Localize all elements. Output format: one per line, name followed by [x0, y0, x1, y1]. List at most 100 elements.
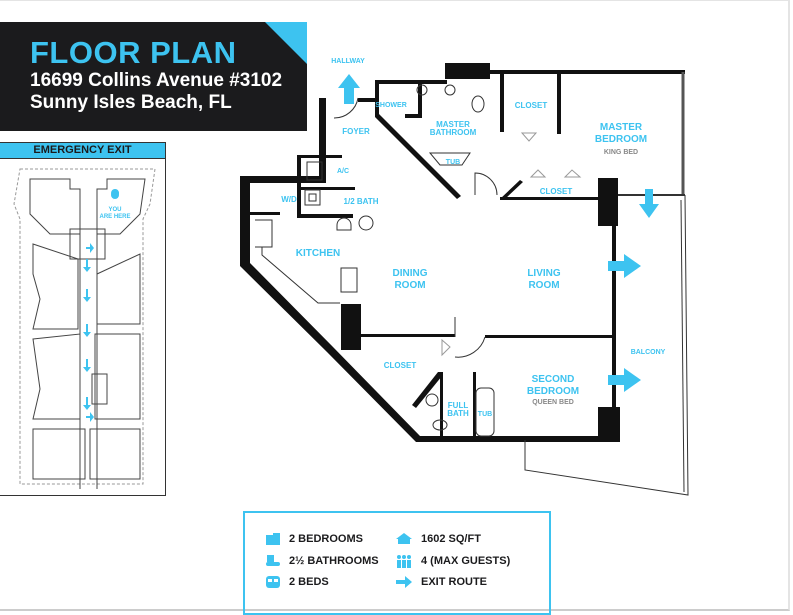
room-label-balcony: BALCONY: [631, 349, 666, 356]
column: [341, 304, 361, 350]
exit-arrows: [338, 74, 659, 392]
room-label-shower: SHOWER: [375, 102, 407, 109]
foyer-wall: [319, 98, 326, 183]
room-label-tub: TUB: [446, 159, 460, 166]
legend-exit-route: EXIT ROUTE: [395, 575, 487, 589]
room-label-dining-room: ROOM: [394, 280, 425, 291]
legend-bathrooms: 2½ BATHROOMS: [265, 554, 379, 568]
counter: [261, 247, 340, 304]
header-banner: FLOOR PLAN 16699 Collins Avenue #3102 Su…: [0, 22, 307, 131]
room-label-wd: W/D: [281, 195, 297, 204]
exit-arrow-icon: [608, 254, 641, 278]
washer-dryer: [308, 193, 317, 202]
bathrooms-count: 2½ BATHROOMS: [289, 555, 379, 567]
room-label-tub: TUB: [478, 411, 492, 418]
bottom-units: [32, 428, 141, 480]
exit-arrow-icon: [83, 324, 91, 337]
exit-route-label: EXIT ROUTE: [421, 576, 488, 588]
room-label-kitchen: KITCHEN: [296, 248, 340, 259]
room-label-ac: A/C: [337, 168, 349, 175]
room-label-living-room: LIVING: [527, 268, 561, 279]
room-label-closet: CLOSET: [540, 187, 573, 196]
halfbath-bottom-wall: [297, 214, 353, 218]
room-label-hallway: HALLWAY: [331, 58, 365, 65]
shower-wall: [405, 82, 422, 118]
balcony-rail: [680, 199, 685, 493]
legend-guests: 4 (MAX GUESTS): [395, 554, 510, 568]
exit-arrow-icon: [83, 259, 91, 272]
toilet: [336, 217, 352, 231]
stairwell-bottom: [91, 373, 108, 405]
room-label-full-bath: FULL: [448, 401, 469, 410]
dividing-wall: [360, 334, 455, 337]
room-label-second-bedroom: BEDROOM: [527, 386, 579, 397]
room-label-closet: CLOSET: [515, 101, 548, 110]
exit-arrow-icon: [86, 412, 94, 422]
kitchen-sink: [340, 267, 358, 293]
house-icon: [396, 533, 412, 544]
lower-units: [32, 333, 141, 420]
toilet: [432, 419, 448, 431]
square-footage: 1602 SQ/FT: [421, 533, 481, 545]
exit-arrow-icon: [396, 576, 412, 588]
building-outline: [13, 168, 156, 485]
halfbath-wall: [297, 156, 301, 216]
closet-door-marker: [563, 169, 582, 178]
dividing-wall: [485, 335, 613, 338]
closet-angle-wall: [500, 180, 523, 199]
ac-bottom-wall: [297, 187, 355, 190]
foyer-door: [333, 97, 359, 119]
tub: [475, 387, 495, 437]
room-label-full-bath: BATH: [447, 409, 469, 418]
guests-icon: [397, 555, 411, 568]
room-label-dining-room: DINING: [393, 268, 428, 279]
queen-bed-label: QUEEN BED: [532, 399, 574, 406]
exit-arrow-icon: [83, 289, 91, 302]
room-label-closet: CLOSET: [384, 361, 417, 370]
closet-wall: [557, 72, 561, 134]
exit-arrow-icon: [86, 243, 94, 253]
bedroom-icon: [266, 533, 280, 545]
you-are-here-label: YOU: [108, 207, 121, 213]
closet-door-marker: [529, 169, 547, 178]
sink: [358, 215, 374, 231]
column: [598, 407, 620, 442]
exit-arrow-icon: [83, 397, 91, 410]
top-exterior-wall: [490, 70, 685, 74]
emergency-exit-title: EMERGENCY EXIT: [0, 143, 165, 159]
column: [445, 63, 490, 79]
address-line-1: 16699 Collins Avenue #3102: [30, 70, 283, 91]
bathtub-icon: [266, 555, 280, 566]
tub-wall: [473, 372, 476, 437]
legend-sqft: 1602 SQ/FT: [395, 532, 481, 546]
closet-door-marker: [520, 132, 538, 142]
master-door: [474, 172, 498, 196]
living-window-wall: [612, 226, 616, 408]
you-are-here-label: ARE HERE: [99, 214, 130, 220]
toilet: [471, 95, 485, 113]
room-label-master-bathroom: BATHROOM: [430, 128, 477, 137]
sink: [425, 393, 439, 407]
room-label-living-room: ROOM: [528, 280, 559, 291]
page-title: FLOOR PLAN: [30, 35, 237, 70]
bath-top-wall: [375, 80, 447, 84]
legend-box: 2 BEDROOMS 2½ BATHROOMS 2 BEDS 1602 SQ/F…: [243, 511, 551, 615]
emergency-exit-map: EMERGENCY EXIT YOU ARE HERE: [0, 142, 166, 496]
foyer-top-wall: [358, 98, 376, 102]
bedrooms-count: 2 BEDROOMS: [289, 533, 363, 545]
address-line-2: Sunny Isles Beach, FL: [30, 92, 232, 113]
walls: [240, 63, 685, 442]
exit-arrow-icon: [83, 359, 91, 372]
legend-beds: 2 BEDS: [265, 575, 329, 589]
exit-arrow-icon: [639, 189, 659, 218]
closet-wall: [500, 72, 504, 132]
max-guests: 4 (MAX GUESTS): [421, 555, 511, 567]
room-label-foyer: FOYER: [342, 127, 370, 136]
ac-wall: [297, 155, 342, 158]
king-bed-label: KING BED: [604, 149, 638, 156]
sink: [444, 84, 456, 96]
room-label-half-bath: 1/2 BATH: [344, 197, 379, 206]
room-label-second-bedroom: SECOND: [532, 374, 575, 385]
